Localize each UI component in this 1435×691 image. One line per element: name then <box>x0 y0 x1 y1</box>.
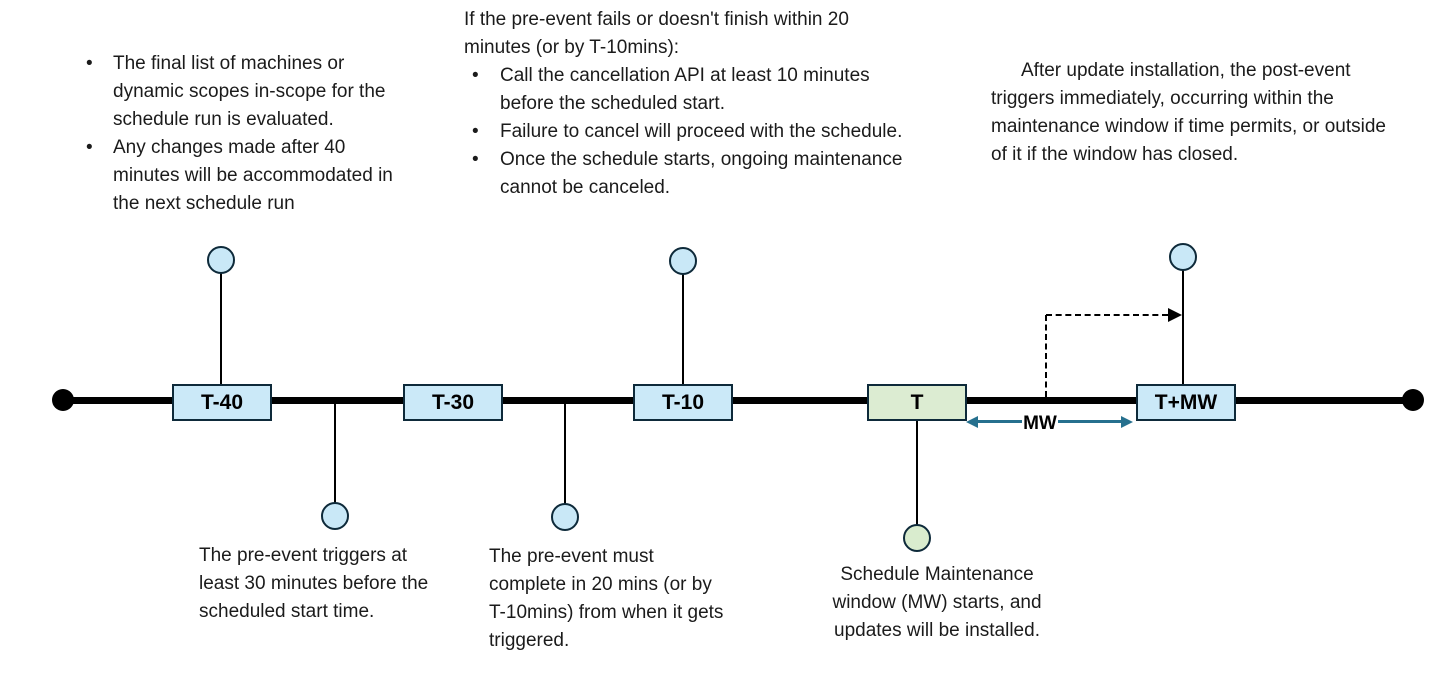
milestone-box-t40: T-40 <box>172 384 272 421</box>
bullet-item: The final list of machines or dynamic sc… <box>80 50 401 134</box>
milestone-box-t10: T-10 <box>633 384 733 421</box>
note-intro: If the pre-event fails or doesn't finish… <box>464 9 849 58</box>
milestone-box-t-plus-mw: T+MW <box>1136 384 1236 421</box>
bullet-icon <box>464 146 500 174</box>
timeline-axis <box>63 397 1413 404</box>
mw-arrow-right-line <box>1058 420 1122 423</box>
connector-line-preevent-complete <box>564 403 566 504</box>
milestone-box-t: T <box>867 384 967 421</box>
bullet-text: Once the schedule starts, ongoing mainte… <box>500 149 903 198</box>
note-scope-evaluation: The final list of machines or dynamic sc… <box>80 50 401 218</box>
post-event-dashed-line-horizontal <box>1046 314 1168 316</box>
connector-line-mw-start <box>916 421 918 525</box>
connector-line-preevent-trigger <box>334 403 336 503</box>
timeline-start-dot-icon <box>52 389 74 411</box>
connector-line-t10-top <box>682 274 684 384</box>
connector-line-tmw-top <box>1182 270 1184 384</box>
milestone-box-t30: T-30 <box>403 384 503 421</box>
timeline-end-dot-icon <box>1402 389 1424 411</box>
bullet-icon <box>80 50 113 78</box>
bullet-item: Call the cancellation API at least 10 mi… <box>464 62 916 118</box>
event-circle-t10-icon <box>669 247 697 275</box>
note-pre-event-trigger: The pre-event triggers at least 30 minut… <box>199 545 429 622</box>
mw-span-label: MW <box>1023 413 1057 434</box>
bullet-text: Call the cancellation API at least 10 mi… <box>500 65 870 114</box>
event-circle-mw-start-icon <box>903 524 931 552</box>
bullet-item: Once the schedule starts, ongoing mainte… <box>464 146 916 202</box>
note-post-event: After update installation, the post-even… <box>991 60 1386 165</box>
note-pre-event-complete: The pre-event must complete in 20 mins (… <box>489 546 724 651</box>
post-event-arrow-head-icon <box>1168 308 1182 322</box>
mw-arrow-left-icon <box>966 416 978 428</box>
bullet-icon <box>464 118 500 146</box>
bullet-icon <box>464 62 500 90</box>
mw-arrow-right-icon <box>1121 416 1133 428</box>
event-circle-tmw-icon <box>1169 243 1197 271</box>
event-circle-preevent-complete-icon <box>551 503 579 531</box>
connector-line-t40-top <box>220 273 222 384</box>
bullet-item: Any changes made after 40 minutes will b… <box>80 134 401 218</box>
note-pre-event-failure: If the pre-event fails or doesn't finish… <box>464 6 916 202</box>
note-mw-start: Schedule Maintenance window (MW) starts,… <box>832 564 1042 641</box>
event-circle-t40-icon <box>207 246 235 274</box>
post-event-dashed-line-vertical <box>1045 315 1047 397</box>
bullet-text: The final list of machines or dynamic sc… <box>113 53 386 130</box>
mw-arrow-left-line <box>976 420 1022 423</box>
bullet-item: Failure to cancel will proceed with the … <box>464 118 916 146</box>
event-circle-preevent-trigger-icon <box>321 502 349 530</box>
bullet-text: Any changes made after 40 minutes will b… <box>113 137 393 214</box>
bullet-text: Failure to cancel will proceed with the … <box>500 121 903 142</box>
bullet-icon <box>80 134 113 162</box>
